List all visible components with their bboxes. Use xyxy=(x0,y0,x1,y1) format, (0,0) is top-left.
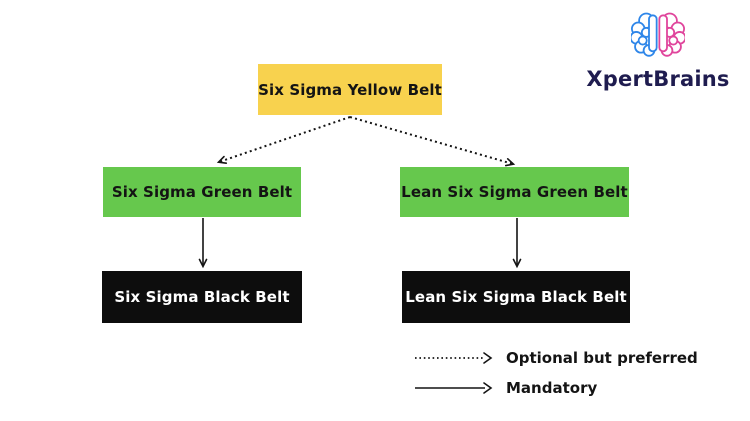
legend-label-optional: Optional but preferred xyxy=(506,349,698,367)
legend: Optional but preferred Mandatory xyxy=(413,348,698,398)
dotted-arrow-icon xyxy=(415,352,493,364)
node-label: Six Sigma Black Belt xyxy=(114,288,290,306)
node-lean-six-sigma-green-belt: Lean Six Sigma Green Belt xyxy=(400,167,629,217)
node-label: Lean Six Sigma Black Belt xyxy=(405,288,627,306)
brain-icon xyxy=(631,12,685,57)
brand-name: XpertBrains xyxy=(586,67,730,91)
legend-item-mandatory: Mandatory xyxy=(413,378,698,398)
brand-logo: XpertBrains xyxy=(586,8,730,91)
node-six-sigma-yellow-belt: Six Sigma Yellow Belt xyxy=(258,64,442,115)
optional-arrow-left xyxy=(216,116,351,164)
node-lean-six-sigma-black-belt: Lean Six Sigma Black Belt xyxy=(402,271,630,323)
optional-arrow-right xyxy=(349,116,516,167)
node-label: Six Sigma Green Belt xyxy=(111,183,293,201)
node-label: Lean Six Sigma Green Belt xyxy=(401,183,628,201)
node-six-sigma-green-belt: Six Sigma Green Belt xyxy=(103,167,301,217)
node-six-sigma-black-belt: Six Sigma Black Belt xyxy=(102,271,302,323)
solid-arrow-icon xyxy=(415,382,493,394)
legend-item-optional: Optional but preferred xyxy=(413,348,698,368)
legend-label-mandatory: Mandatory xyxy=(506,379,598,397)
node-label: Six Sigma Yellow Belt xyxy=(258,80,442,99)
